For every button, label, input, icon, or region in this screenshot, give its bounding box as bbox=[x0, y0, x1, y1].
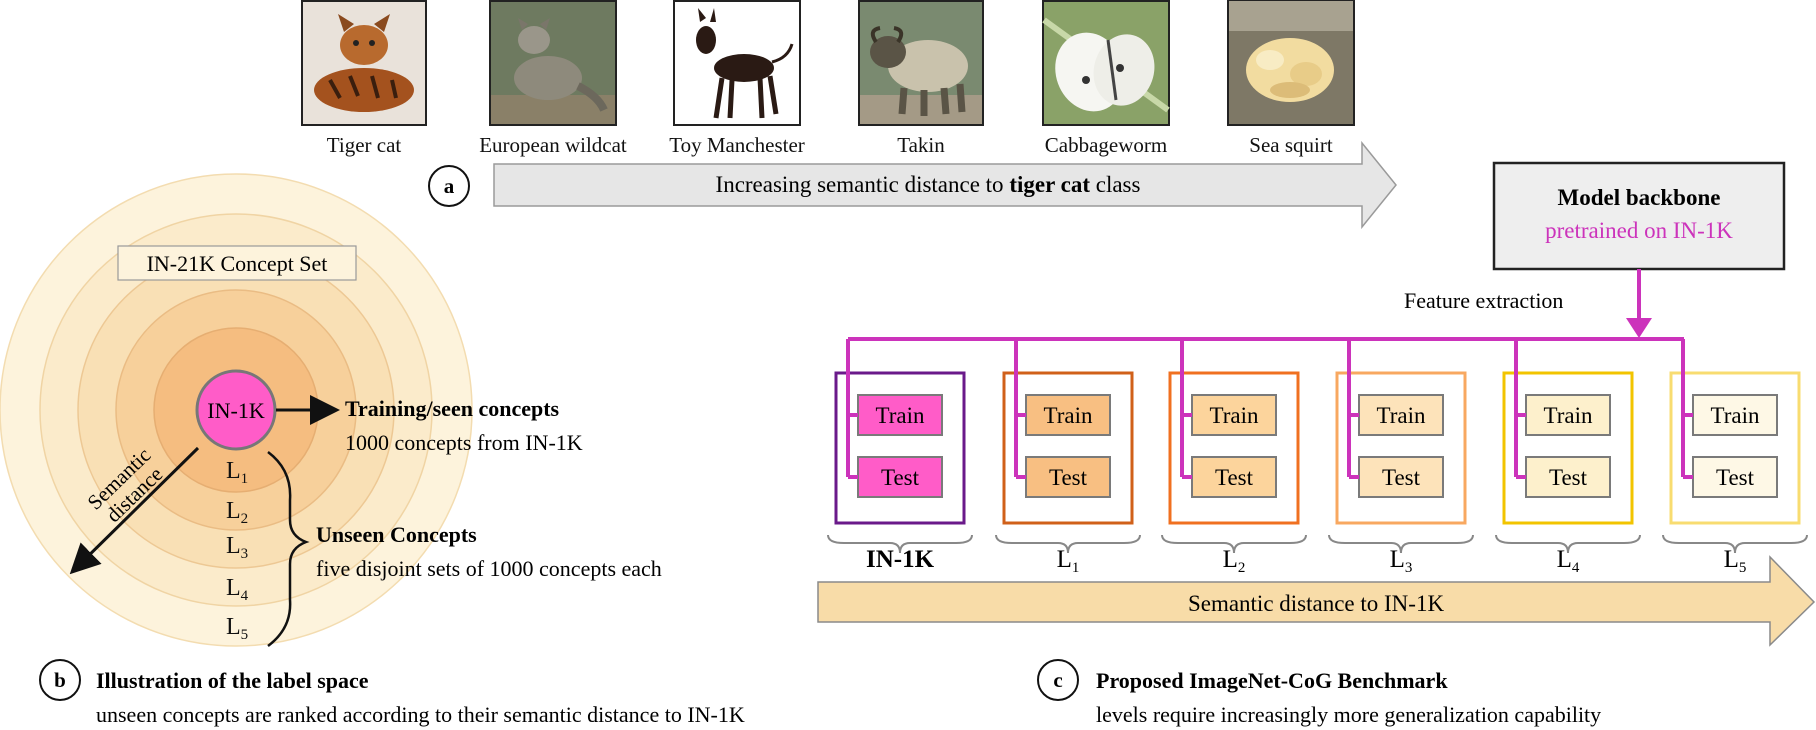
level-label-2: L2 bbox=[226, 498, 248, 527]
set-6-name: L5 bbox=[1724, 546, 1747, 576]
caption-c-desc: levels require increasingly more general… bbox=[1096, 702, 1601, 727]
set-6-brace bbox=[1662, 534, 1808, 554]
panel-a: Tiger cat European wildcat Toy Mancheste… bbox=[301, 0, 1397, 230]
level-label-1: L1 bbox=[226, 458, 248, 487]
svg-text:pretrained on IN-1K: pretrained on IN-1K bbox=[1545, 218, 1733, 243]
set-3-train-label: Train bbox=[1210, 403, 1259, 428]
in21k-concept-set-label: IN-21K Concept Set bbox=[117, 245, 357, 281]
thumb-takin bbox=[858, 0, 984, 126]
semantic-distance-arrow-b bbox=[69, 446, 200, 575]
unseen-brace bbox=[267, 451, 310, 647]
unseen-title: Unseen Concepts bbox=[316, 522, 477, 547]
svg-text:b: b bbox=[54, 668, 66, 692]
level-label-3: L3 bbox=[226, 533, 248, 562]
caption-b-title: Illustration of the label space bbox=[96, 668, 369, 693]
svg-text:Model backbone: Model backbone bbox=[1558, 185, 1721, 210]
set-3-test-label: Test bbox=[1215, 465, 1254, 490]
arrow-a-text: Increasing semantic distance to tiger ca… bbox=[716, 172, 1141, 197]
arrow-c-text: Semantic distance to IN-1K bbox=[1188, 591, 1445, 616]
set-2-train-box bbox=[1025, 394, 1111, 436]
panel-a-marker: a bbox=[428, 165, 470, 207]
panel-b-marker: b bbox=[39, 659, 81, 701]
thumb-tiger-cat bbox=[301, 0, 427, 126]
set-1-test-label: Test bbox=[881, 465, 920, 490]
panel-b: IN-21K Concept Set IN-1K Training/seen c… bbox=[0, 173, 745, 727]
svg-text:a: a bbox=[444, 174, 455, 198]
set-2-brace bbox=[995, 534, 1141, 554]
level-labels: L1 L2 L3 L4 L5 bbox=[226, 458, 249, 643]
feature-extraction-label: Feature extraction bbox=[1404, 288, 1563, 313]
svg-text:c: c bbox=[1053, 668, 1062, 692]
image-label-toy-manchester: Toy Manchester bbox=[669, 133, 805, 157]
svg-text:IN-1K: IN-1K bbox=[207, 398, 265, 423]
feature-arrow-head bbox=[1626, 318, 1652, 338]
set-3-brace bbox=[1161, 534, 1307, 554]
set-2-test-label: Test bbox=[1049, 465, 1088, 490]
in1k-center-circle: IN-1K bbox=[195, 369, 277, 451]
set-1-name: IN-1K bbox=[866, 546, 935, 573]
image-label-european-wildcat: European wildcat bbox=[479, 133, 627, 157]
panel-c-marker: c bbox=[1037, 659, 1079, 701]
training-desc: 1000 concepts from IN-1K bbox=[345, 430, 583, 455]
set-6-train-box bbox=[1692, 394, 1778, 436]
set-5-train-label: Train bbox=[1544, 403, 1593, 428]
set-2-name: L1 bbox=[1057, 546, 1080, 576]
set-4-train-box bbox=[1358, 394, 1444, 436]
unseen-desc: five disjoint sets of 1000 concepts each bbox=[316, 556, 662, 581]
set-6-train-label: Train bbox=[1711, 403, 1760, 428]
image-label-tiger-cat: Tiger cat bbox=[327, 133, 402, 157]
thumb-cabbageworm bbox=[1042, 0, 1170, 126]
set-5-test-box bbox=[1525, 456, 1611, 498]
set-1-train-box bbox=[857, 394, 943, 436]
caption-c-title: Proposed ImageNet-CoG Benchmark bbox=[1096, 668, 1448, 693]
svg-text:IN-21K Concept Set: IN-21K Concept Set bbox=[147, 251, 328, 276]
semantic-distance-arrow-c bbox=[817, 555, 1816, 647]
level-label-4: L4 bbox=[226, 575, 249, 604]
caption-b-desc: unseen concepts are ranked according to … bbox=[96, 702, 745, 727]
set-5-name: L4 bbox=[1557, 546, 1580, 576]
set-5-test-label: Test bbox=[1549, 465, 1588, 490]
model-backbone-box: Model backbone pretrained on IN-1K bbox=[1492, 161, 1786, 271]
set-1-train-label: Train bbox=[876, 403, 925, 428]
image-label-cabbageworm: Cabbageworm bbox=[1045, 133, 1167, 157]
thumb-european-wildcat bbox=[489, 0, 617, 126]
set-4-test-label: Test bbox=[1382, 465, 1421, 490]
semantic-distance-arrow-a bbox=[493, 140, 1397, 230]
set-2-train-label: Train bbox=[1044, 403, 1093, 428]
set-3-train-box bbox=[1191, 394, 1277, 436]
set-1-brace bbox=[827, 534, 973, 554]
thumb-sea-squirt bbox=[1227, 0, 1355, 126]
image-label-sea-squirt: Sea squirt bbox=[1249, 133, 1333, 157]
set-6-test-label: Test bbox=[1716, 465, 1755, 490]
set-4-brace bbox=[1328, 534, 1474, 554]
image-label-takin: Takin bbox=[897, 133, 945, 157]
training-title: Training/seen concepts bbox=[345, 396, 560, 421]
panel-c: Model backbone pretrained on IN-1K Featu… bbox=[817, 161, 1816, 727]
set-5-brace bbox=[1495, 534, 1641, 554]
set-3-name: L2 bbox=[1223, 546, 1246, 576]
set-4-name: L3 bbox=[1390, 546, 1413, 576]
thumb-toy-manchester bbox=[673, 0, 801, 126]
level-label-5: L5 bbox=[226, 614, 248, 643]
set-4-train-label: Train bbox=[1377, 403, 1426, 428]
